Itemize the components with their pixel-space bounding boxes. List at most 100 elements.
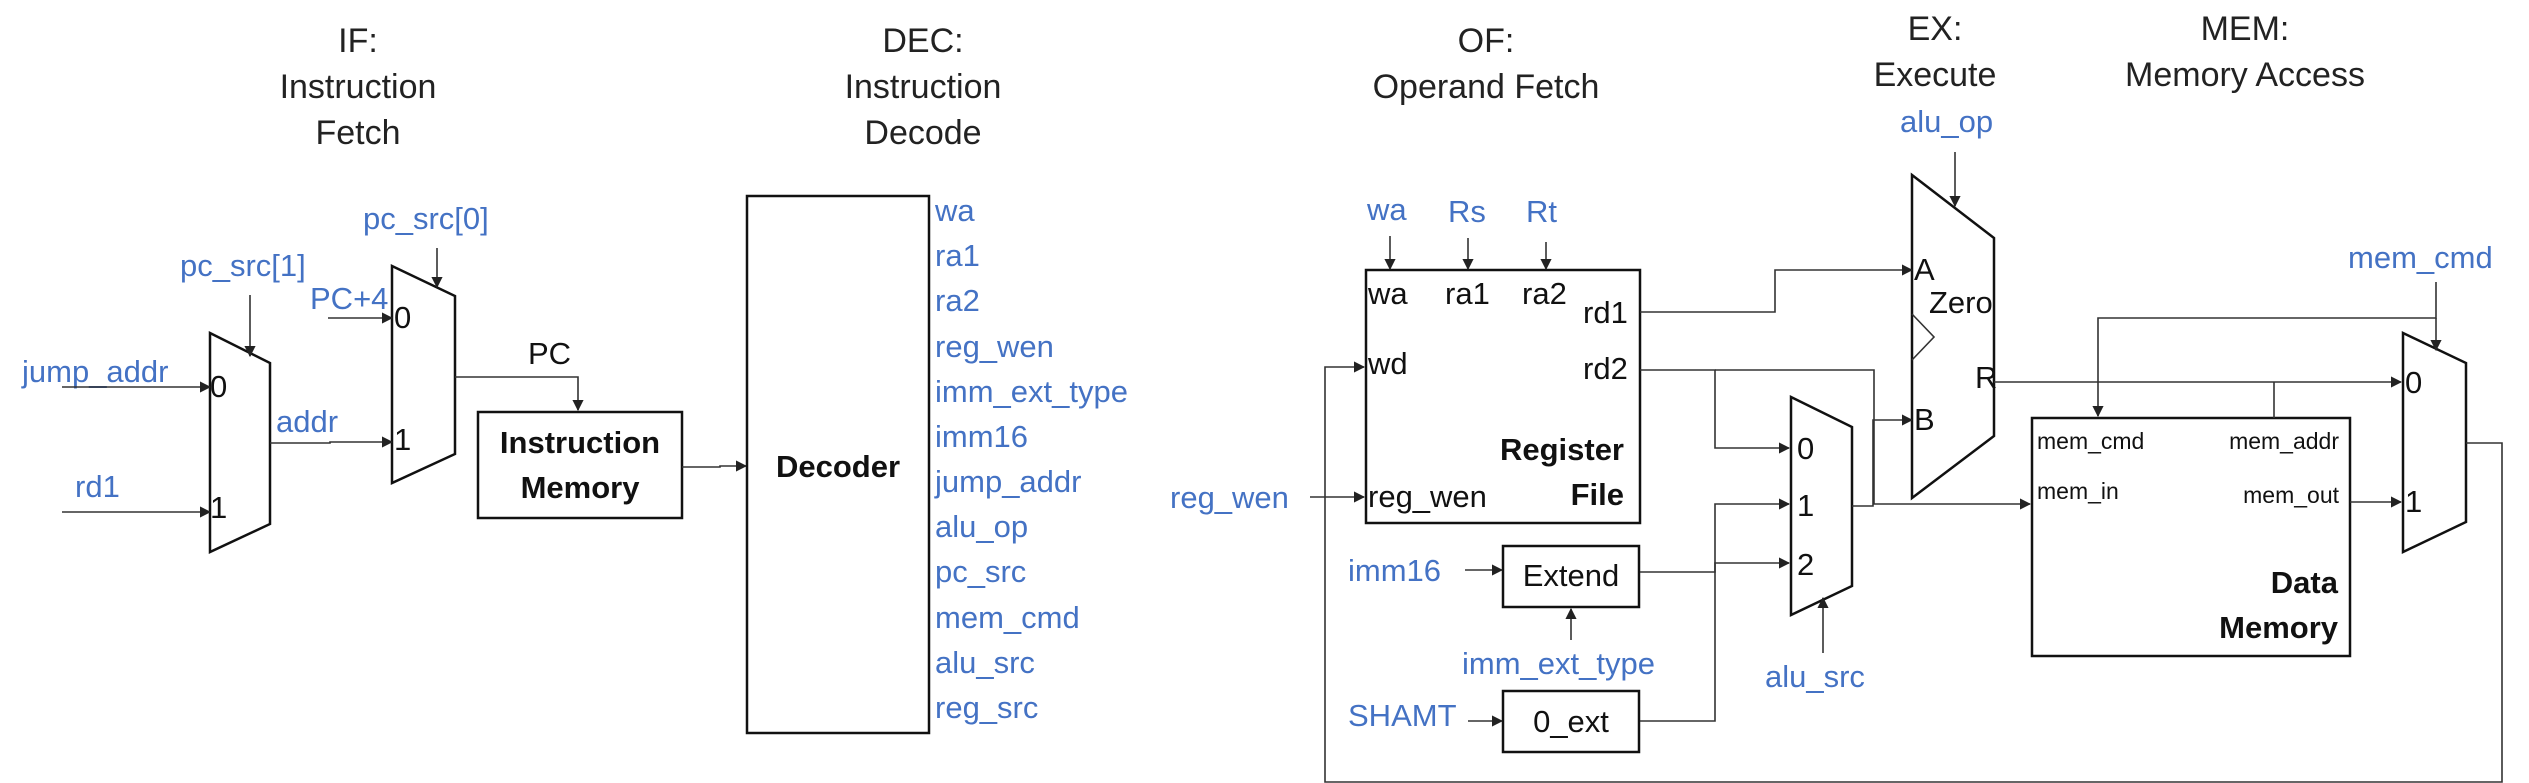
- of-rs-label: Rs: [1448, 194, 1486, 229]
- stage-mem-header: MEM: Memory Access: [2125, 10, 2365, 94]
- regfile-rd2: rd2: [1583, 351, 1628, 386]
- stage-ex-header: EX: Execute: [1874, 10, 1997, 94]
- pc-plus4-label: PC+4: [310, 281, 388, 316]
- register-file-box: [1364, 268, 1642, 525]
- decoder-out-alu-src: alu_src: [935, 645, 1035, 680]
- of-wa-label: wa: [1366, 192, 1407, 227]
- wb-mux-in1: 1: [2405, 484, 2422, 519]
- stage-of-line2: Operand Fetch: [1373, 68, 1600, 106]
- addr-wire: [270, 436, 394, 448]
- mem-cmd-label: mem_cmd: [2348, 240, 2493, 275]
- stage-if-line3: Fetch: [315, 114, 400, 152]
- dmem-title-1: Data: [2271, 565, 2339, 600]
- regfile-title-1: Register: [1500, 432, 1624, 467]
- decoder-out-reg-wen: reg_wen: [935, 329, 1054, 364]
- decoder-out-ra1: ra1: [935, 238, 980, 273]
- writeback-loop-wire: [1324, 361, 2503, 783]
- wb-mux: [2401, 331, 2468, 554]
- decoder-out-pc-src: pc_src: [935, 554, 1026, 589]
- decoder-outputs: wa ra1 ra2 reg_wen imm_ext_type imm16 ju…: [934, 193, 1128, 725]
- decoder-out-imm16: imm16: [935, 419, 1028, 454]
- regfile-ra2: ra2: [1522, 276, 1567, 311]
- decoder-out-imm-ext-type: imm_ext_type: [935, 374, 1128, 409]
- decoder-title: Decoder: [776, 449, 900, 484]
- of-rt-label: Rt: [1526, 194, 1557, 229]
- addr-label: addr: [276, 404, 338, 439]
- alu-src-mux-in2: 2: [1797, 547, 1814, 582]
- stage-of-header: OF: Operand Fetch: [1373, 22, 1600, 106]
- stage-of-line1: OF:: [1458, 22, 1515, 60]
- extend-label: Extend: [1523, 558, 1620, 593]
- regfile-rd1: rd1: [1583, 295, 1628, 330]
- mem-cmd-wire-to-dmem: [2092, 282, 2437, 418]
- pc-mux-2-in0: 0: [394, 300, 411, 335]
- of-imm-ext-type-label: imm_ext_type: [1462, 646, 1655, 681]
- dmem-mem-addr-port: mem_addr: [2229, 428, 2339, 454]
- instruction-memory-title-2: Memory: [521, 470, 641, 505]
- alu-zero-label: Zero: [1929, 285, 1993, 320]
- regfile-wd: wd: [1367, 346, 1408, 381]
- stage-dec-line1: DEC:: [882, 22, 963, 60]
- pc-mux-1-in0: 0: [210, 369, 227, 404]
- stage-ex-line1: EX:: [1908, 10, 1963, 48]
- alu-src-mux-in1: 1: [1797, 488, 1814, 523]
- jump-addr-label: jump_addr: [21, 354, 168, 389]
- regfile-reg-wen: reg_wen: [1368, 479, 1487, 514]
- pc-src0-label: pc_src[0]: [363, 201, 489, 236]
- decoder-box: [745, 194, 931, 735]
- stage-dec-line3: Decode: [864, 114, 981, 152]
- pc-wire: [455, 376, 584, 412]
- alu-src-label: alu_src: [1765, 659, 1865, 694]
- alu-a-label: A: [1914, 252, 1935, 287]
- alu-shape: [1910, 172, 1996, 501]
- stage-dec-line2: Instruction: [845, 68, 1002, 106]
- decoder-out-ra2: ra2: [935, 283, 980, 318]
- dmem-mem-out-port: mem_out: [2243, 482, 2339, 508]
- alu-b-label: B: [1914, 402, 1935, 437]
- zero-ext-box: [1501, 689, 1641, 754]
- wb-mux-in0: 0: [2405, 365, 2422, 400]
- stage-if-line1: IF:: [338, 22, 378, 60]
- stage-mem-line2: Memory Access: [2125, 56, 2365, 94]
- pc-label: PC: [528, 336, 571, 371]
- dmem-mem-in-port: mem_in: [2037, 478, 2119, 504]
- decoder-out-reg-src: reg_src: [935, 690, 1038, 725]
- of-imm16-label: imm16: [1348, 553, 1441, 588]
- decoder-out-jump-addr: jump_addr: [934, 464, 1081, 499]
- alu-r-label: R: [1975, 360, 1997, 395]
- extend-box: [1501, 544, 1641, 609]
- alu-clock-notch: [1911, 313, 1936, 361]
- pc-mux-1-in1: 1: [210, 490, 227, 525]
- extend-to-mux-wire: [1640, 498, 1791, 573]
- pc-mux-2-in1: 1: [394, 422, 411, 457]
- alu-op-label: alu_op: [1900, 104, 1993, 139]
- rd1-to-alu-wire: [1640, 264, 1914, 313]
- dmem-title-2: Memory: [2219, 610, 2339, 645]
- stage-ex-line2: Execute: [1874, 56, 1997, 94]
- zeroext-to-mux-wire: [1640, 557, 1791, 722]
- zero-ext-label: 0_ext: [1533, 704, 1609, 739]
- stage-dec-header: DEC: Instruction Decode: [845, 22, 1002, 152]
- imem-to-decoder-wire: [682, 460, 748, 472]
- fetch-rd1-label: rd1: [75, 469, 120, 504]
- pc-src1-label: pc_src[1]: [180, 248, 306, 283]
- regfile-ra1: ra1: [1445, 276, 1490, 311]
- decoder-out-alu-op: alu_op: [935, 509, 1028, 544]
- stage-mem-line1: MEM:: [2201, 10, 2290, 48]
- decoder-out-wa: wa: [934, 193, 975, 228]
- rd2-to-mux-wire: [1640, 369, 1791, 454]
- of-shamt-label: SHAMT: [1348, 698, 1457, 733]
- alu-src-mux-in0: 0: [1797, 431, 1814, 466]
- stage-if-line2: Instruction: [280, 68, 437, 106]
- alu-src-mux: [1789, 394, 1854, 617]
- of-reg-wen-label: reg_wen: [1170, 480, 1289, 515]
- regfile-title-2: File: [1571, 477, 1624, 512]
- stage-if-header: IF: Instruction Fetch: [280, 22, 437, 152]
- decoder-out-mem-cmd: mem_cmd: [935, 600, 1080, 635]
- mux-to-alu-b-wire: [1852, 414, 1914, 507]
- instruction-memory-box: [476, 410, 684, 520]
- instruction-memory-title-1: Instruction: [500, 425, 660, 460]
- regfile-wa: wa: [1367, 276, 1408, 311]
- rd2-to-mem-in-wire: [1715, 369, 2032, 510]
